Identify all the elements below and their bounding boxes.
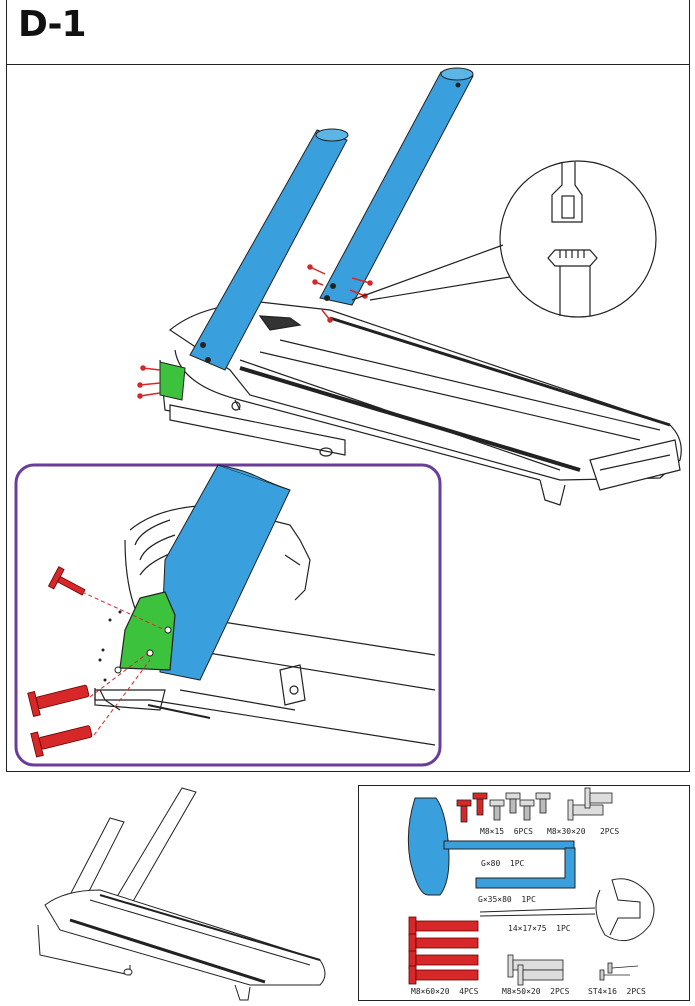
part-qty: 2PCS [550, 987, 570, 996]
part-qty: 2PCS [599, 827, 620, 836]
part-size: M8×30×20 [547, 827, 586, 836]
m8x50-bolts-icon [507, 954, 564, 986]
part-size: ST4×16 [588, 987, 617, 996]
cable-connector-detail [351, 160, 657, 318]
m8x15-bolts-icon [456, 792, 551, 823]
bracket-green [159, 361, 186, 401]
part-label-m8x15: M8×15 6PCS [480, 827, 533, 836]
part-label-m8x50: M8×50×20 2PCS [502, 987, 569, 996]
part-size: M8×60×20 [411, 987, 450, 996]
header-left-border [6, 0, 7, 64]
part-qty: 1PC [509, 859, 525, 868]
t-handle-wrench-icon [407, 797, 576, 896]
detail-zoom [94, 504, 436, 746]
detail-bolts [27, 566, 93, 758]
part-label-g35x80: G×35×80 1PC [478, 895, 536, 904]
part-size: G×80 [481, 859, 501, 868]
open-wrench-icon [479, 878, 655, 942]
part-size: M8×15 [480, 827, 505, 836]
treadmill-deck [159, 301, 682, 506]
bolts-main [137, 264, 373, 399]
part-label-m8x30: M8×30×20 2PCS [547, 827, 619, 836]
header-right-border [689, 0, 690, 64]
part-label-g80: G×80 1PC [481, 859, 524, 868]
part-size: 14×17×75 [508, 924, 547, 933]
part-label-14x17x75: 14×17×75 1PC [508, 924, 571, 933]
left-upright [189, 128, 349, 371]
m8x30-bolts-icon [567, 787, 613, 821]
part-label-st4x16: ST4×16 2PCS [588, 987, 646, 996]
st4-screws-icon [599, 962, 639, 981]
part-qty: 6PCS [513, 827, 533, 836]
part-qty: 1PC [556, 924, 571, 933]
m8x60-bolts-icon [408, 916, 479, 985]
part-qty: 1PC [521, 895, 536, 904]
treadmill-thumbnail [37, 787, 326, 1001]
main-assembly-panel [6, 64, 690, 772]
part-qty: 4PCS [459, 987, 479, 996]
parts-panel [358, 785, 690, 1001]
part-qty: 2PCS [626, 987, 646, 996]
step-label: D-1 [18, 4, 87, 45]
part-label-m8x60: M8×60×20 4PCS [411, 987, 478, 996]
part-size: M8×50×20 [502, 987, 541, 996]
right-upright [319, 67, 474, 306]
part-size: G×35×80 [478, 895, 512, 904]
